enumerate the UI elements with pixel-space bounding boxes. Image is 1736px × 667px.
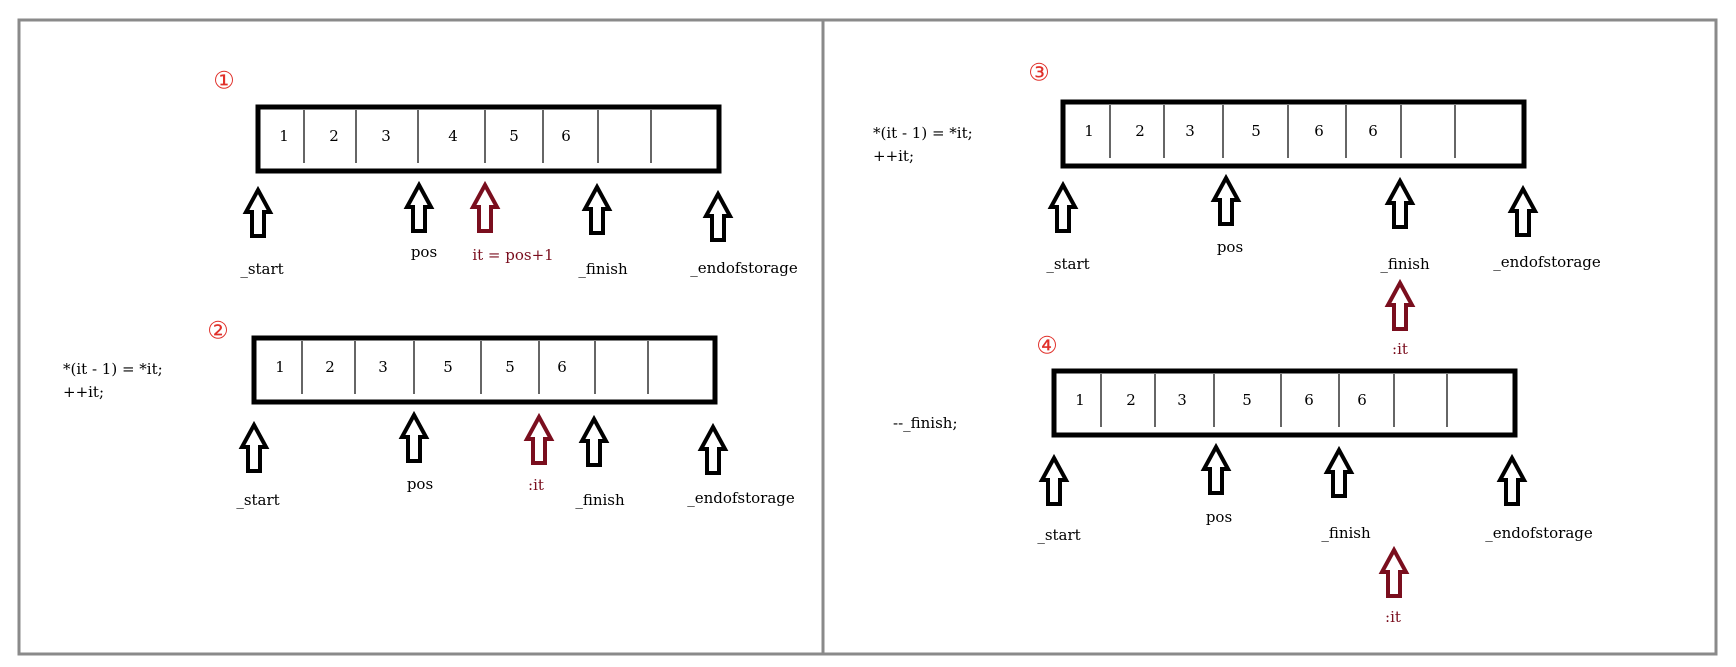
- it-arrow-icon: [1378, 545, 1410, 598]
- endofstorage-pointer-label: _endofstorage: [1485, 524, 1593, 542]
- code-line: ++it;: [873, 147, 914, 165]
- start-pointer-label: _start: [1046, 255, 1089, 273]
- finish-arrow-icon: [581, 182, 613, 235]
- array-box: [1051, 368, 1518, 438]
- array-cell-value: 2: [325, 358, 335, 376]
- endofstorage-arrow-icon: [702, 189, 734, 242]
- it-arrow-icon: [1384, 278, 1416, 331]
- pos-pointer-label: pos: [407, 475, 433, 493]
- step-number: ③: [1028, 59, 1050, 87]
- step-number: ①: [213, 67, 235, 95]
- array-cell-value: 4: [448, 127, 458, 145]
- array-cell-value: 1: [1075, 391, 1085, 409]
- pos-arrow-icon: [1210, 173, 1242, 226]
- finish-arrow-icon: [578, 414, 610, 467]
- panel-2: ② *(it - 1) = *it; ++it; 1 2 3 5 5 6 _start pos :it…: [63, 317, 795, 510]
- it-pointer-label: :it: [528, 476, 544, 494]
- it-pointer-label: :it: [1392, 340, 1408, 358]
- array-cell-value: 3: [1177, 391, 1187, 409]
- start-arrow-icon: [1047, 180, 1079, 233]
- array-cell-value: 5: [1251, 122, 1261, 140]
- diagram-frame: [17, 18, 1718, 656]
- code-line: *(it - 1) = *it;: [873, 124, 973, 142]
- start-pointer-label: _start: [236, 491, 279, 509]
- array-box: [251, 335, 718, 405]
- array-cell-value: 5: [443, 358, 453, 376]
- array-cell-value: 6: [1357, 391, 1367, 409]
- start-pointer-label: _start: [240, 260, 283, 278]
- pos-arrow-icon: [398, 410, 430, 463]
- start-arrow-icon: [1038, 453, 1070, 506]
- finish-arrow-icon: [1323, 445, 1355, 498]
- array-cell-value: 5: [1242, 391, 1252, 409]
- array-cell-value: 1: [1084, 122, 1094, 140]
- step-number: ②: [207, 317, 229, 345]
- panel-1: ① 1 2 3 4 5 6 _start pos it = pos+1 _finish _endofs…: [213, 67, 798, 279]
- array-cell-value: 3: [381, 127, 391, 145]
- array-cell-value: 5: [509, 127, 519, 145]
- array-cell-value: 6: [1304, 391, 1314, 409]
- finish-pointer-label: _finish: [1321, 524, 1371, 542]
- array-cell-value: 2: [329, 127, 339, 145]
- pos-pointer-label: pos: [411, 243, 437, 261]
- panel-3: ③ *(it - 1) = *it; ++it; 1 2 3 5 6 6 _start pos _fi…: [873, 59, 1601, 359]
- endofstorage-pointer-label: _endofstorage: [1493, 253, 1601, 271]
- array-cell-value: 6: [561, 127, 571, 145]
- array-cell-value: 5: [505, 358, 515, 376]
- finish-arrow-icon: [1384, 176, 1416, 229]
- pos-pointer-label: pos: [1217, 238, 1243, 256]
- start-pointer-label: _start: [1037, 526, 1080, 544]
- array-cell-value: 3: [1185, 122, 1195, 140]
- step-number: ④: [1036, 332, 1058, 360]
- pos-arrow-icon: [1200, 442, 1232, 495]
- code-line: --_finish;: [893, 414, 958, 432]
- code-line: ++it;: [63, 383, 104, 401]
- array-cell-value: 2: [1126, 391, 1136, 409]
- code-line: *(it - 1) = *it;: [63, 360, 163, 378]
- it-pointer-label: :it: [1385, 608, 1401, 626]
- array-cell-value: 1: [275, 358, 285, 376]
- array-cell-value: 6: [1314, 122, 1324, 140]
- start-arrow-icon: [242, 185, 274, 238]
- array-cell-value: 2: [1135, 122, 1145, 140]
- finish-pointer-label: _finish: [578, 260, 628, 278]
- endofstorage-pointer-label: _endofstorage: [690, 259, 798, 277]
- itpos-pointer-label: it = pos+1: [472, 246, 553, 264]
- array-cell-value: 3: [378, 358, 388, 376]
- endofstorage-pointer-label: _endofstorage: [687, 489, 795, 507]
- array-box: [1060, 99, 1527, 169]
- array-box: [255, 104, 722, 174]
- panel-4: ④ --_finish; 1 2 3 5 6 6 _start pos _finish _endofs…: [893, 332, 1593, 627]
- finish-pointer-label: _finish: [575, 491, 625, 509]
- array-cell-value: 6: [1368, 122, 1378, 140]
- array-cell-value: 6: [557, 358, 567, 376]
- start-arrow-icon: [238, 420, 270, 473]
- finish-pointer-label: _finish: [1380, 255, 1430, 273]
- array-cell-value: 1: [279, 127, 289, 145]
- endofstorage-arrow-icon: [1507, 184, 1539, 237]
- pos-pointer-label: pos: [1206, 508, 1232, 526]
- pos-arrow-icon: [403, 180, 435, 233]
- endofstorage-arrow-icon: [697, 422, 729, 475]
- itpos-arrow-icon: [469, 180, 501, 233]
- endofstorage-arrow-icon: [1496, 453, 1528, 506]
- it-arrow-icon: [523, 412, 555, 465]
